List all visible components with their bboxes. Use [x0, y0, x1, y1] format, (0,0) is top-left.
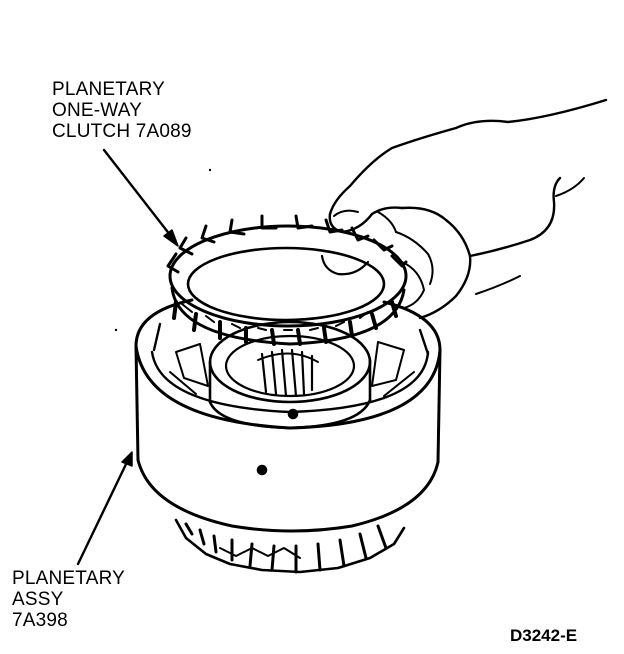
- scan-speck: [114, 328, 118, 332]
- assembly-callout: PLANETARY ASSY 7A398: [12, 568, 125, 631]
- hand-illustration: [320, 98, 608, 320]
- one-way-clutch-ring: [166, 214, 408, 346]
- clutch-callout-line1: PLANETARY: [52, 79, 166, 100]
- figure-id: D3242-E: [510, 626, 578, 645]
- clutch-leader-line: [102, 148, 176, 242]
- clutch-callout: PLANETARY ONE-WAY CLUTCH 7A089: [52, 79, 192, 142]
- assembly-callout-line1: PLANETARY: [12, 568, 126, 589]
- assembly-callout-line3: 7A398: [12, 610, 68, 631]
- assembly-leader-line: [76, 458, 130, 566]
- scan-speck: [208, 168, 212, 172]
- assembly-callout-line2: ASSY: [12, 589, 64, 610]
- clutch-callout-line3: CLUTCH 7A089: [52, 121, 192, 142]
- clutch-callout-line2: ONE-WAY: [52, 100, 143, 121]
- leader-lines: [76, 148, 179, 566]
- planetary-drum: [134, 298, 442, 533]
- lower-gear-detail: [174, 518, 406, 574]
